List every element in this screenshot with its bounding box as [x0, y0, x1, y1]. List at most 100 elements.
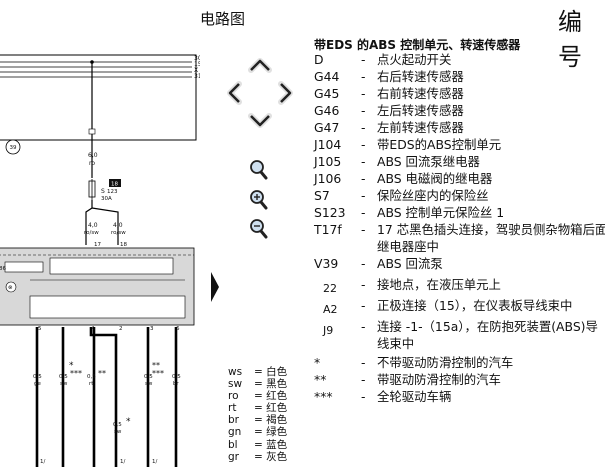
legend-dash: - — [361, 137, 366, 152]
legend-description: 连接 -1-（15a），在防抱死装置(ABS)导线束中 — [377, 319, 598, 351]
arrow-up-icon[interactable] — [248, 58, 272, 73]
colour-key-row: rt = 红色 — [228, 402, 287, 414]
legend-code: A2 — [323, 303, 338, 316]
colour-code: sw — [228, 378, 243, 391]
bus-label-31: 31 — [194, 73, 200, 80]
arrow-right-icon[interactable] — [278, 81, 293, 105]
legend-dash: - — [361, 171, 366, 186]
circuit-schematic: 30 15 X 31 39 6,0 ro 18 S 123 30A 4,0 ro… — [0, 54, 200, 467]
sensor-input-block — [29, 295, 186, 319]
legend-dash: - — [361, 372, 366, 387]
wire-right-branch — [91, 207, 119, 245]
legend-row: D-点火起动开关 — [314, 51, 605, 68]
legend-dash: - — [361, 103, 366, 118]
wire-color-right: ro/sw — [111, 230, 126, 236]
colour-code: br — [228, 414, 239, 427]
colour-name: 绿色 — [266, 426, 288, 439]
legend-code: * — [314, 355, 321, 370]
star-5: *** — [152, 369, 164, 378]
legend-code: S7 — [314, 188, 330, 203]
legend-dash: - — [361, 69, 366, 84]
colour-name: 红色 — [266, 402, 288, 415]
bottom-pin-3: 3 — [150, 326, 154, 332]
legend-row: 22-接地点，在液压单元上 — [314, 276, 605, 295]
star-1: * — [69, 361, 74, 371]
legend-description: ABS 控制单元保险丝 1 — [377, 205, 505, 220]
legend-dash: - — [361, 188, 366, 203]
wire-bottom-3 — [89, 327, 118, 467]
zoom-out-icon[interactable] — [250, 219, 268, 239]
fuse-ref: 18 — [111, 182, 118, 188]
wire-color-b3: rt — [89, 381, 94, 387]
bottom-mark-1: 1/ — [40, 459, 45, 465]
legend-code: J104 — [314, 137, 342, 152]
bus-label-15: 15 — [194, 61, 200, 68]
legend-description: 右前转速传感器 — [377, 86, 464, 101]
legend-dash: - — [361, 355, 366, 370]
legend-code: D — [314, 52, 324, 67]
star-4: ** — [152, 361, 160, 370]
colour-eq: = — [254, 378, 263, 391]
legend-code: *** — [314, 389, 333, 404]
colour-key-row: bl = 蓝色 — [228, 439, 287, 451]
doc-number: 编号 — [558, 8, 582, 71]
bottom-mark-2: 1/ — [120, 459, 125, 465]
colour-eq: = — [254, 390, 263, 403]
legend-code: G47 — [314, 120, 340, 135]
legend-dash: - — [361, 86, 366, 101]
colour-name: 黑色 — [266, 378, 288, 391]
colour-name: 蓝色 — [266, 438, 288, 451]
bottom-mark-3: 1/ — [152, 459, 157, 465]
colour-code: rt — [228, 402, 237, 415]
bus-label-30: 30 — [194, 55, 200, 62]
colour-eq: = — [254, 402, 263, 415]
legend-row: *-不带驱动防滑控制的汽车 — [314, 354, 605, 371]
relay-block — [49, 257, 174, 275]
svg-text:⊗: ⊗ — [8, 285, 13, 291]
colour-key-row: gr= 灰色 — [228, 451, 287, 463]
viewer-controls — [211, 58, 293, 302]
bottom-pin-5: 5 — [38, 326, 42, 332]
wire-size-mid: 0,5 — [113, 422, 122, 428]
legend-row: J9-连接 -1-（15a），在防抱死装置(ABS)导线束中 — [314, 318, 605, 352]
colour-key-row: br = 褐色 — [228, 414, 287, 426]
legend-code: G44 — [314, 69, 340, 84]
colour-eq: = — [254, 414, 263, 427]
legend-row: G46-左后转速传感器 — [314, 102, 605, 119]
colour-code: ws — [228, 366, 243, 378]
legend-description: 右后转速传感器 — [377, 69, 464, 84]
colour-key-row: sw = 黑色 — [228, 378, 287, 390]
relay-mark-cross — [5, 281, 17, 293]
legend-dash: - — [361, 154, 366, 169]
wire-size-b4: 0,5 — [144, 374, 153, 380]
wire-size-b2: 0,5 — [59, 374, 68, 380]
legend-description: 带驱动防滑控制的汽车 — [377, 372, 501, 387]
colour-key-row: ws= 白色 — [228, 366, 287, 378]
colour-code: bl — [228, 438, 238, 451]
legend-description: 带EDS的ABS控制单元 — [377, 137, 502, 152]
legend-dash: - — [361, 389, 366, 404]
legend-dash: - — [361, 256, 366, 271]
legend-code: V39 — [314, 256, 339, 271]
arrow-left-icon[interactable] — [227, 81, 242, 105]
zoom-icon[interactable] — [250, 160, 268, 180]
bottom-pin-6: 6 — [176, 326, 180, 332]
next-page-icon[interactable] — [211, 272, 219, 302]
legend-row: J104 -带EDS的ABS控制单元 — [314, 136, 605, 153]
arrow-down-icon[interactable] — [248, 113, 272, 128]
fuse-code: S — [101, 188, 105, 195]
colour-name: 褐色 — [266, 414, 288, 427]
zoom-in-icon[interactable] — [250, 190, 268, 210]
legend-row: G44 -右后转速传感器 — [314, 68, 605, 85]
legend-description: 保险丝座内的保险丝 — [377, 188, 489, 203]
colour-eq: = — [254, 450, 263, 463]
relay-coil — [4, 261, 44, 273]
legend-row: G45-右前转速传感器 — [314, 85, 605, 102]
wire-color-b1: ge — [34, 381, 41, 387]
legend-row: A2-正极连接（15），在仪表板导线束中 — [314, 297, 605, 316]
colour-eq: = — [254, 438, 263, 451]
legend-code: S123 — [314, 205, 346, 220]
wire-size-b1: 0,5 — [33, 374, 42, 380]
